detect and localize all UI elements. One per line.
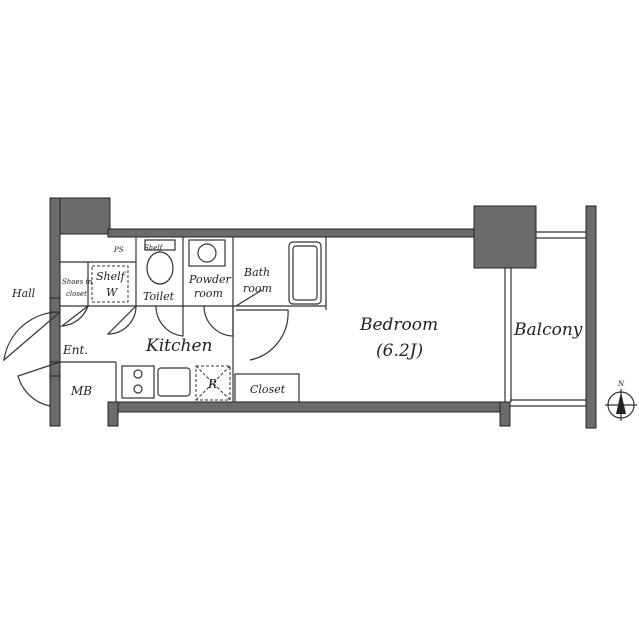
- kitchen-sink: [157, 367, 191, 397]
- shelf-w-label: Shelf: [96, 270, 127, 283]
- partitions: [60, 231, 586, 407]
- compass: N: [605, 380, 637, 421]
- hall-label: Hall: [11, 287, 36, 300]
- w-label: W: [106, 286, 119, 299]
- doors: [3, 289, 289, 407]
- entrance-label: Ent.: [62, 343, 88, 357]
- shoes-closet-label-2: closet: [66, 290, 87, 298]
- fridge-label: R: [207, 377, 217, 391]
- toilet-label: Toilet: [143, 290, 175, 303]
- toilet-tank: [144, 239, 176, 251]
- bedroom-label: Bedroom: [359, 315, 438, 335]
- bath-room-label-1: Bath: [243, 266, 270, 279]
- shelf-top-label: Shelf: [144, 244, 164, 252]
- powder-room-label-2: room: [194, 287, 223, 300]
- fixtures: [91, 239, 322, 401]
- shelf-w-box: [91, 265, 129, 303]
- bath-room-label-2: room: [243, 282, 272, 295]
- balcony-label: Balcony: [513, 320, 583, 340]
- compass-north-label: N: [617, 380, 625, 388]
- north-arrow-icon: [616, 392, 626, 414]
- ps-label: PS: [113, 246, 124, 254]
- shoes-closet-label-1: Shoes in: [62, 278, 93, 286]
- kitchen-label: Kitchen: [145, 336, 212, 356]
- fridge-space: [195, 365, 231, 401]
- bedroom-size-label: (6.2J): [376, 341, 423, 361]
- bathtub: [288, 241, 322, 305]
- mb-label: MB: [70, 384, 92, 398]
- toilet-bowl: [146, 251, 174, 285]
- powder-room-label-1: Powder: [188, 273, 232, 286]
- closet-label: Closet: [250, 383, 286, 396]
